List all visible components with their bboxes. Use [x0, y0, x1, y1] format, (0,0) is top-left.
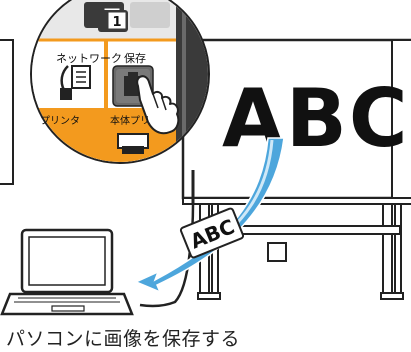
panel-badge: 1 [98, 10, 128, 32]
whiteboard [181, 38, 411, 205]
save-label: 保存 [124, 51, 146, 65]
hand-icon [136, 75, 180, 135]
network-icon [60, 65, 91, 100]
abc-card: ABC [179, 207, 245, 259]
printer-icon [117, 133, 149, 154]
printer-label: プリンタ [40, 115, 80, 127]
network-label: ネットワーク [56, 52, 122, 65]
board-text: ABC [222, 72, 410, 165]
laptop [0, 228, 134, 316]
main-printer-label: 本体プリ [110, 114, 150, 127]
left-frame [0, 39, 14, 185]
panel-badge-number: 1 [112, 15, 121, 30]
tray-box [267, 242, 287, 262]
caption: パソコンに画像を保存する [6, 328, 241, 350]
